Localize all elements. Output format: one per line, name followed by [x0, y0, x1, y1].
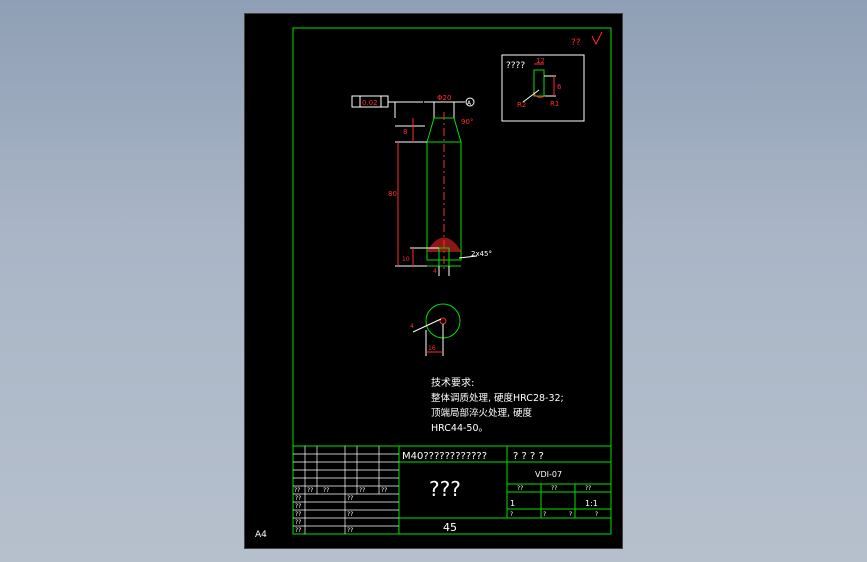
svg-text:??: ?? [347, 527, 353, 534]
small-q-4: ? [595, 511, 598, 518]
svg-text:??: ?? [295, 511, 301, 518]
part-name-right: ? ? ? ? [513, 451, 544, 462]
title-block-labels: ?? ?? ?? ?? ?? ?? ?? ?? ?? ?? ?? ?? ?? [294, 487, 387, 534]
angle-dim: 90° [461, 118, 473, 126]
datum-circle-icon [465, 97, 475, 107]
qty-value: 1 [510, 499, 515, 508]
svg-text:??: ?? [295, 519, 301, 526]
svg-text:??: ?? [295, 495, 301, 502]
small-q-3: ? [569, 511, 572, 518]
small-q-2: ? [543, 511, 546, 518]
bottom-dim: 16 [428, 345, 436, 352]
tech-req-title: 技术要求: [431, 376, 474, 389]
detail-dim-4: R1 [550, 100, 559, 108]
tech-req-line-1: 整体调质处理, 硬度HRC28-32; [431, 392, 564, 404]
cad-viewport[interactable]: ?? ???? 6 12 R2 R1 0.02 Φ20 A 90° 8 80 1… [244, 13, 623, 549]
datum-label: A [467, 100, 472, 107]
sheet-number: 45 [443, 521, 457, 534]
title-block-grid [293, 446, 399, 534]
chamfer-dim: 2x45° [471, 250, 492, 258]
svg-text:??: ?? [347, 495, 353, 502]
tolerance-value: 0.02 [362, 99, 378, 107]
detail-view-box [501, 54, 585, 122]
part-title-big: ??? [429, 477, 461, 501]
end-view-dim: 4 [410, 323, 414, 330]
sheet-size-label: A4 [255, 530, 267, 540]
svg-text:??: ?? [359, 487, 365, 494]
drawing-number: VDI-07 [535, 470, 562, 479]
scale-value: 1:1 [585, 499, 598, 508]
svg-text:??: ?? [381, 487, 387, 494]
detail-dim-3: R2 [517, 101, 526, 109]
drawing-canvas: ?? ???? 6 12 R2 R1 0.02 Φ20 A 90° 8 80 1… [255, 27, 612, 540]
dim-taper: 8 [403, 128, 407, 136]
roughness-note: ?? [571, 38, 581, 48]
detail-dim-2: 12 [536, 57, 545, 65]
svg-text:??: ?? [307, 487, 313, 494]
svg-text:??: ?? [323, 487, 329, 494]
detail-label: ???? [506, 61, 525, 71]
small-q-1: ? [510, 511, 513, 518]
part-name: M40???????????? [402, 451, 487, 462]
svg-text:??: ?? [295, 527, 301, 534]
detail-slot [533, 69, 545, 97]
title-block [292, 445, 612, 535]
tech-req-line-3: HRC44-50。 [431, 423, 488, 434]
header-b: ?? [551, 485, 557, 492]
svg-text:??: ?? [294, 487, 300, 494]
detail-dim-1: 6 [557, 83, 562, 91]
length-dim: 80 [388, 190, 397, 198]
dim-slot-depth: 10 [402, 256, 410, 263]
roughness-symbol-icon [591, 31, 603, 46]
header-c: ?? [585, 485, 591, 492]
svg-text:??: ?? [347, 511, 353, 518]
top-diameter-dim: Φ20 [437, 94, 451, 102]
svg-text:??: ?? [295, 503, 301, 510]
header-a: ?? [517, 485, 523, 492]
dim-slot-width: 4 [433, 268, 437, 275]
tech-req-line-2: 顶端局部淬火处理, 硬度 [431, 407, 533, 419]
